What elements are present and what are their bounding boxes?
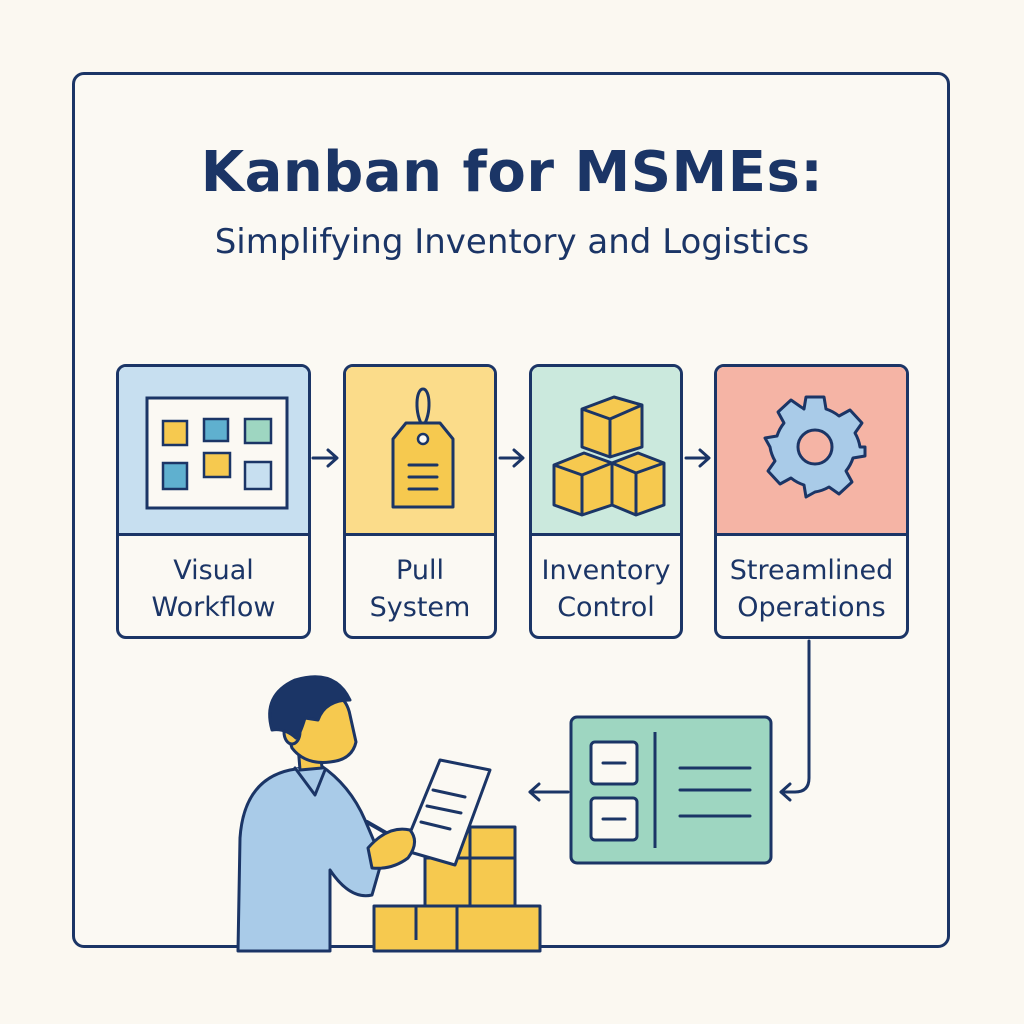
worker-illustration [236,675,492,953]
arrow-right-icon [311,448,339,468]
step-label: Streamlined Operations [729,555,894,623]
gear-icon [717,367,906,536]
boxes-icon [532,367,680,536]
arrow-down-left-icon [779,639,811,802]
step-label: Visual Workflow [151,555,276,623]
step-inventory-control: Inventory Control [529,364,683,639]
step-label: Inventory Control [541,555,671,623]
kanban-board-icon [119,367,308,536]
step-streamlined-operations: Streamlined Operations [714,364,909,639]
arrow-right-icon [498,448,525,468]
kanban-card-icon [569,715,773,865]
step-pull-system: Pull System [343,364,497,639]
arrow-left-icon [528,782,570,802]
arrow-right-icon [684,448,711,468]
step-label: Pull System [369,555,471,623]
diagram-title: Kanban for MSMEs: [200,140,824,205]
tag-icon [346,367,494,536]
step-visual-workflow: Visual Workflow [116,364,311,639]
diagram-subtitle: Simplifying Inventory and Logistics [214,222,810,262]
